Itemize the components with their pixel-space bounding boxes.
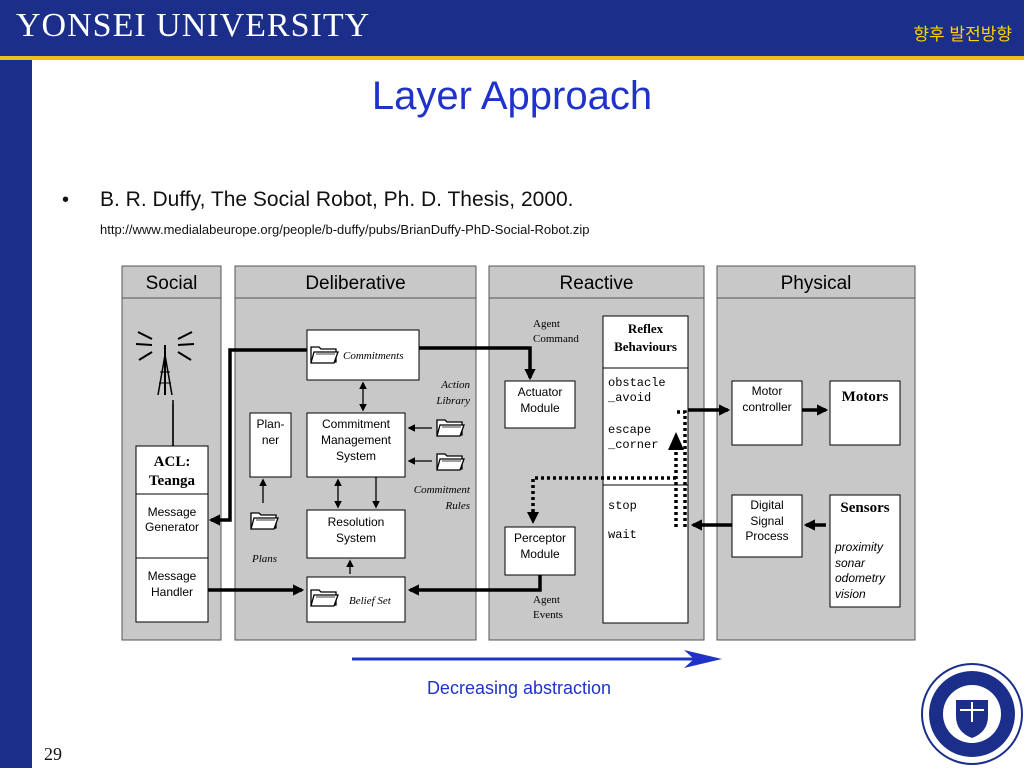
header-bar (0, 0, 1024, 56)
behaviour-line: wait (608, 528, 637, 542)
message-handler-label-1: Message (148, 569, 197, 583)
connection-arrows (208, 346, 829, 596)
thin-arrows (172, 381, 432, 574)
motor-controller-label-2: controller (742, 400, 791, 414)
dsp-label-2: Signal (750, 514, 783, 528)
behaviour-line: obstacle (608, 376, 666, 390)
column-title-social: Social (146, 273, 198, 294)
reflex-behaviours-box: Reflex Behaviours obstacle _avoid escape… (602, 315, 689, 624)
message-handler-label-2: Handler (151, 585, 193, 599)
actuator-module-box: Actuator Module (504, 380, 576, 429)
folder-icon (436, 453, 465, 471)
arrowhead (527, 512, 539, 524)
acl-label-1: ACL: (154, 454, 191, 470)
resolution-system-box: Resolution System (306, 509, 406, 559)
page-number: 29 (44, 744, 62, 764)
resolution-label-2: System (336, 531, 376, 545)
plans-label: Plans (251, 553, 277, 565)
motor-controller-box: Motor controller (731, 380, 803, 446)
agent-events-label-2: Events (533, 609, 563, 621)
behaviour-line: _avoid (607, 391, 651, 405)
cms-label-3: System (336, 449, 376, 463)
folder-icon (310, 589, 339, 607)
belief-set-label: Belief Set (349, 595, 392, 607)
folder-icon (250, 512, 279, 530)
message-generator-box: Message Generator (135, 493, 209, 559)
commitments-label: Commitments (343, 350, 404, 362)
agent-command-label-2: Command (533, 333, 579, 345)
column-title-reactive: Reactive (560, 273, 634, 294)
motors-label: Motors (842, 389, 889, 405)
agent-command-label-1: Agent (533, 318, 560, 330)
acl-teanga-box: ACL: Teanga (135, 445, 209, 495)
sensors-label: Sensors (840, 500, 889, 516)
actuator-label-2: Module (520, 401, 560, 415)
university-name: YONSEI UNIVERSITY (16, 7, 371, 44)
behaviour-line: escape (608, 423, 651, 437)
left-accent-strip (0, 60, 32, 768)
digital-signal-box: Digital Signal Process (731, 494, 803, 558)
belief-set-box: Belief Set (306, 576, 406, 623)
behaviour-line: _corner (607, 438, 658, 452)
agent-events-label-1: Agent (533, 594, 560, 606)
column-title-physical: Physical (781, 273, 852, 294)
resolution-label-1: Resolution (328, 515, 385, 529)
acl-label-2: Teanga (149, 473, 196, 489)
planner-label-2: ner (262, 433, 279, 447)
folder-icon (436, 419, 465, 437)
citation-url: http://www.medialabeurope.org/people/b-d… (100, 222, 590, 237)
commitments-box: Commitments (306, 329, 420, 381)
sensors-box: Sensors proximity sonar odometry vision (829, 494, 901, 608)
abstraction-arrow (352, 650, 722, 668)
motor-controller-label-1: Motor (752, 384, 783, 398)
commitment-rules-label-1: Commitment (414, 484, 471, 496)
bullet-marker: • (62, 189, 70, 211)
citation-text: B. R. Duffy, The Social Robot, Ph. D. Th… (100, 188, 574, 211)
column-title-deliberative: Deliberative (305, 273, 405, 294)
reflex-title-1: Reflex (628, 321, 664, 336)
slide-title: Layer Approach (371, 74, 653, 118)
cms-label-2: Management (321, 433, 392, 447)
dsp-label-3: Process (745, 529, 788, 543)
commitment-rules-label-2: Rules (445, 500, 470, 512)
action-library-label-1: Action (440, 379, 470, 391)
planner-label-1: Plan- (256, 417, 284, 431)
dsp-label-1: Digital (750, 498, 783, 512)
folder-icon (310, 346, 339, 364)
actuator-label-1: Actuator (518, 385, 563, 399)
section-label: 향후 발전방향 (913, 25, 1012, 44)
message-generator-label-1: Message (148, 505, 197, 519)
sensor-item: sonar (835, 556, 866, 570)
commitment-management-box: Commitment Management System (306, 412, 406, 478)
message-generator-label-2: Generator (145, 520, 199, 534)
dotted-paths (531, 410, 687, 527)
cms-label-1: Commitment (322, 417, 391, 431)
message-handler-box: Message Handler (135, 557, 209, 623)
planner-box: Plan- ner (249, 412, 292, 478)
yonsei-seal-icon (921, 663, 1023, 765)
perceptor-label-1: Perceptor (514, 531, 566, 545)
perceptor-module-box: Perceptor Module (504, 526, 576, 576)
sensor-item: odometry (835, 571, 886, 585)
arrowhead (668, 432, 684, 450)
header-accent-line (0, 56, 1024, 60)
perceptor-label-2: Module (520, 547, 560, 561)
sensor-item: vision (835, 587, 866, 601)
abstraction-label: Decreasing abstraction (427, 678, 611, 698)
action-library-label-2: Library (435, 395, 470, 407)
reflex-title-2: Behaviours (614, 339, 677, 354)
behaviour-line: stop (608, 499, 637, 513)
sensor-item: proximity (834, 540, 884, 554)
motors-box: Motors (829, 380, 901, 446)
